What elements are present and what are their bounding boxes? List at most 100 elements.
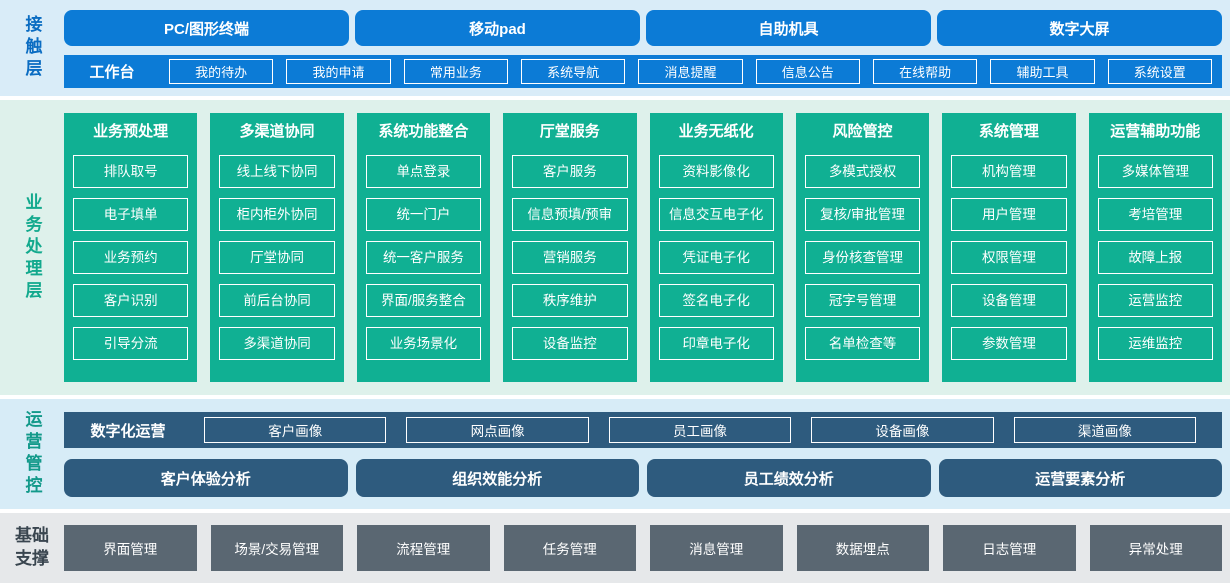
item-maintenance-monitor: 运维监控 bbox=[1097, 327, 1213, 360]
foundation-task-mgmt: 任务管理 bbox=[503, 525, 636, 571]
analysis-employee-performance: 员工绩效分析 bbox=[647, 459, 931, 497]
channel-mobile-pad: 移动pad bbox=[355, 10, 640, 46]
analysis-operation-factors: 运营要素分析 bbox=[938, 459, 1222, 497]
item-business-booking: 业务预约 bbox=[73, 241, 189, 274]
analysis-row: 客户体验分析 组织效能分析 员工绩效分析 运营要素分析 bbox=[64, 459, 1222, 497]
column-system-integration: 系统功能整合 单点登录 统一门户 统一客户服务 界面/服务整合 业务场景化 bbox=[356, 113, 491, 382]
foundation-row: 界面管理 场景/交易管理 流程管理 任务管理 消息管理 数据埋点 日志管理 异常… bbox=[64, 513, 1222, 583]
column-business-preprocess: 业务预处理 排队取号 电子填单 业务预约 客户识别 引导分流 bbox=[64, 113, 198, 382]
contact-layer-label-col: 接触层 bbox=[0, 0, 64, 96]
item-queue-number: 排队取号 bbox=[73, 155, 189, 188]
foundation-log-mgmt: 日志管理 bbox=[943, 525, 1076, 571]
item-single-sign-on: 单点登录 bbox=[365, 155, 482, 188]
item-hall-collab: 厅堂协同 bbox=[219, 241, 335, 274]
contact-layer-label: 接触层 bbox=[22, 15, 42, 81]
channel-self-service: 自助机具 bbox=[646, 10, 931, 46]
column-title: 运营辅助功能 bbox=[1110, 123, 1201, 140]
item-counter-collab: 柜内柜外协同 bbox=[219, 198, 335, 231]
column-title: 业务无纸化 bbox=[678, 123, 754, 140]
item-business-scenario: 业务场景化 bbox=[365, 327, 482, 360]
workbench-item-info-notice: 信息公告 bbox=[755, 59, 860, 84]
workbench-item-message-remind: 消息提醒 bbox=[638, 59, 743, 84]
workbench-item-my-apply: 我的申请 bbox=[286, 59, 391, 84]
item-unified-portal: 统一门户 bbox=[365, 198, 482, 231]
foundation-message-mgmt: 消息管理 bbox=[650, 525, 783, 571]
column-multichannel-collab: 多渠道协同 线上线下协同 柜内柜外协同 厅堂协同 前后台协同 多渠道协同 bbox=[210, 113, 344, 382]
workbench-item-my-todo: 我的待办 bbox=[169, 59, 274, 84]
workbench-item-aux-tools: 辅助工具 bbox=[990, 59, 1095, 84]
analysis-customer-experience: 客户体验分析 bbox=[64, 459, 348, 497]
column-title: 多渠道协同 bbox=[239, 123, 315, 140]
column-title: 业务预处理 bbox=[93, 123, 169, 140]
workbench-item-common-business: 常用业务 bbox=[403, 59, 508, 84]
item-unified-customer-service: 统一客户服务 bbox=[365, 241, 482, 274]
item-guide-divert: 引导分流 bbox=[73, 327, 189, 360]
operation-layer-label-col: 运营管控 bbox=[0, 399, 64, 509]
contact-layer-content: PC/图形终端 移动pad 自助机具 数字大屏 工作台 我的待办 我的申请 常用… bbox=[64, 0, 1230, 96]
contact-layer-section: 接触层 PC/图形终端 移动pad 自助机具 数字大屏 工作台 我的待办 我的申… bbox=[0, 0, 1230, 96]
item-fault-report: 故障上报 bbox=[1097, 241, 1213, 274]
item-info-exchange-electronic: 信息交互电子化 bbox=[658, 198, 774, 231]
item-online-offline-collab: 线上线下协同 bbox=[219, 155, 335, 188]
operation-layer-section: 运营管控 数字化运营 客户画像 网点画像 员工画像 设备画像 渠道画像 客户体验… bbox=[0, 399, 1230, 509]
column-paperless: 业务无纸化 资料影像化 信息交互电子化 凭证电子化 签名电子化 印章电子化 bbox=[649, 113, 783, 382]
foundation-ui-mgmt: 界面管理 bbox=[64, 525, 197, 571]
column-title: 系统功能整合 bbox=[378, 123, 469, 140]
business-columns: 业务预处理 排队取号 电子填单 业务预约 客户识别 引导分流 多渠道协同 线上线… bbox=[64, 100, 1222, 395]
item-user-mgmt: 用户管理 bbox=[951, 198, 1067, 231]
foundation-layer-content: 界面管理 场景/交易管理 流程管理 任务管理 消息管理 数据埋点 日志管理 异常… bbox=[64, 513, 1230, 583]
workbench-strip: 工作台 我的待办 我的申请 常用业务 系统导航 消息提醒 信息公告 在线帮助 辅… bbox=[64, 55, 1222, 88]
item-ui-service-integration: 界面/服务整合 bbox=[365, 284, 482, 317]
portrait-branch: 网点画像 bbox=[406, 417, 589, 443]
column-system-mgmt: 系统管理 机构管理 用户管理 权限管理 设备管理 参数管理 bbox=[942, 113, 1076, 382]
digital-operation-strip: 数字化运营 客户画像 网点画像 员工画像 设备画像 渠道画像 bbox=[64, 412, 1222, 448]
column-ops-aux: 运营辅助功能 多媒体管理 考培管理 故障上报 运营监控 运维监控 bbox=[1088, 113, 1222, 382]
column-hall-service: 厅堂服务 客户服务 信息预填/预审 营销服务 秩序维护 设备监控 bbox=[503, 113, 637, 382]
foundation-scene-transaction-mgmt: 场景/交易管理 bbox=[210, 525, 343, 571]
analysis-org-efficiency: 组织效能分析 bbox=[355, 459, 639, 497]
item-device-monitor: 设备监控 bbox=[512, 327, 628, 360]
item-multichannel-collab: 多渠道协同 bbox=[219, 327, 335, 360]
column-risk-control: 风险管控 多模式授权 复核/审批管理 身份核查管理 冠字号管理 名单检查等 bbox=[795, 113, 930, 382]
operation-layer-label: 运营管控 bbox=[22, 410, 42, 498]
workbench-item-system-nav: 系统导航 bbox=[520, 59, 626, 84]
operation-layer-content: 数字化运营 客户画像 网点画像 员工画像 设备画像 渠道画像 客户体验分析 组织… bbox=[64, 399, 1230, 509]
item-identity-check: 身份核查管理 bbox=[804, 241, 921, 274]
column-title: 厅堂服务 bbox=[539, 123, 600, 140]
business-layer-section: 业务处理层 业务预处理 排队取号 电子填单 业务预约 客户识别 引导分流 多渠道… bbox=[0, 100, 1230, 395]
item-multimode-auth: 多模式授权 bbox=[804, 155, 921, 188]
item-customer-service: 客户服务 bbox=[512, 155, 628, 188]
business-layer-content: 业务预处理 排队取号 电子填单 业务预约 客户识别 引导分流 多渠道协同 线上线… bbox=[64, 100, 1230, 395]
item-device-mgmt: 设备管理 bbox=[951, 284, 1067, 317]
workbench-label: 工作台 bbox=[89, 64, 135, 81]
item-customer-identify: 客户识别 bbox=[73, 284, 189, 317]
item-signature-electronic: 签名电子化 bbox=[658, 284, 774, 317]
item-permission-mgmt: 权限管理 bbox=[951, 241, 1067, 274]
foundation-layer-label-col: 基础支撑 bbox=[0, 513, 64, 583]
portrait-device: 设备画像 bbox=[811, 417, 994, 443]
channel-digital-screen: 数字大屏 bbox=[937, 10, 1222, 46]
workbench-item-online-help: 在线帮助 bbox=[872, 59, 978, 84]
item-info-prefill: 信息预填/预审 bbox=[512, 198, 628, 231]
business-layer-label-col: 业务处理层 bbox=[0, 100, 64, 395]
foundation-layer-section: 基础支撑 界面管理 场景/交易管理 流程管理 任务管理 消息管理 数据埋点 日志… bbox=[0, 513, 1230, 583]
item-org-mgmt: 机构管理 bbox=[951, 155, 1067, 188]
item-multimedia-mgmt: 多媒体管理 bbox=[1097, 155, 1213, 188]
business-layer-label: 业务处理层 bbox=[22, 192, 42, 303]
item-review-approval: 复核/审批管理 bbox=[804, 198, 921, 231]
column-title: 系统管理 bbox=[978, 123, 1039, 140]
item-marketing-service: 营销服务 bbox=[512, 241, 628, 274]
foundation-data-tracking: 数据埋点 bbox=[796, 525, 929, 571]
workbench-item-system-settings: 系统设置 bbox=[1107, 59, 1212, 84]
portrait-customer: 客户画像 bbox=[204, 417, 387, 443]
digital-operation-label: 数字化运营 bbox=[90, 422, 166, 440]
column-title: 风险管控 bbox=[832, 123, 893, 140]
item-serial-number-mgmt: 冠字号管理 bbox=[804, 284, 921, 317]
item-front-back-collab: 前后台协同 bbox=[219, 284, 335, 317]
portrait-channel: 渠道画像 bbox=[1013, 417, 1197, 443]
foundation-process-mgmt: 流程管理 bbox=[357, 525, 490, 571]
item-voucher-electronic: 凭证电子化 bbox=[658, 241, 774, 274]
item-seal-electronic: 印章电子化 bbox=[658, 327, 774, 360]
item-list-check: 名单检查等 bbox=[804, 327, 921, 360]
